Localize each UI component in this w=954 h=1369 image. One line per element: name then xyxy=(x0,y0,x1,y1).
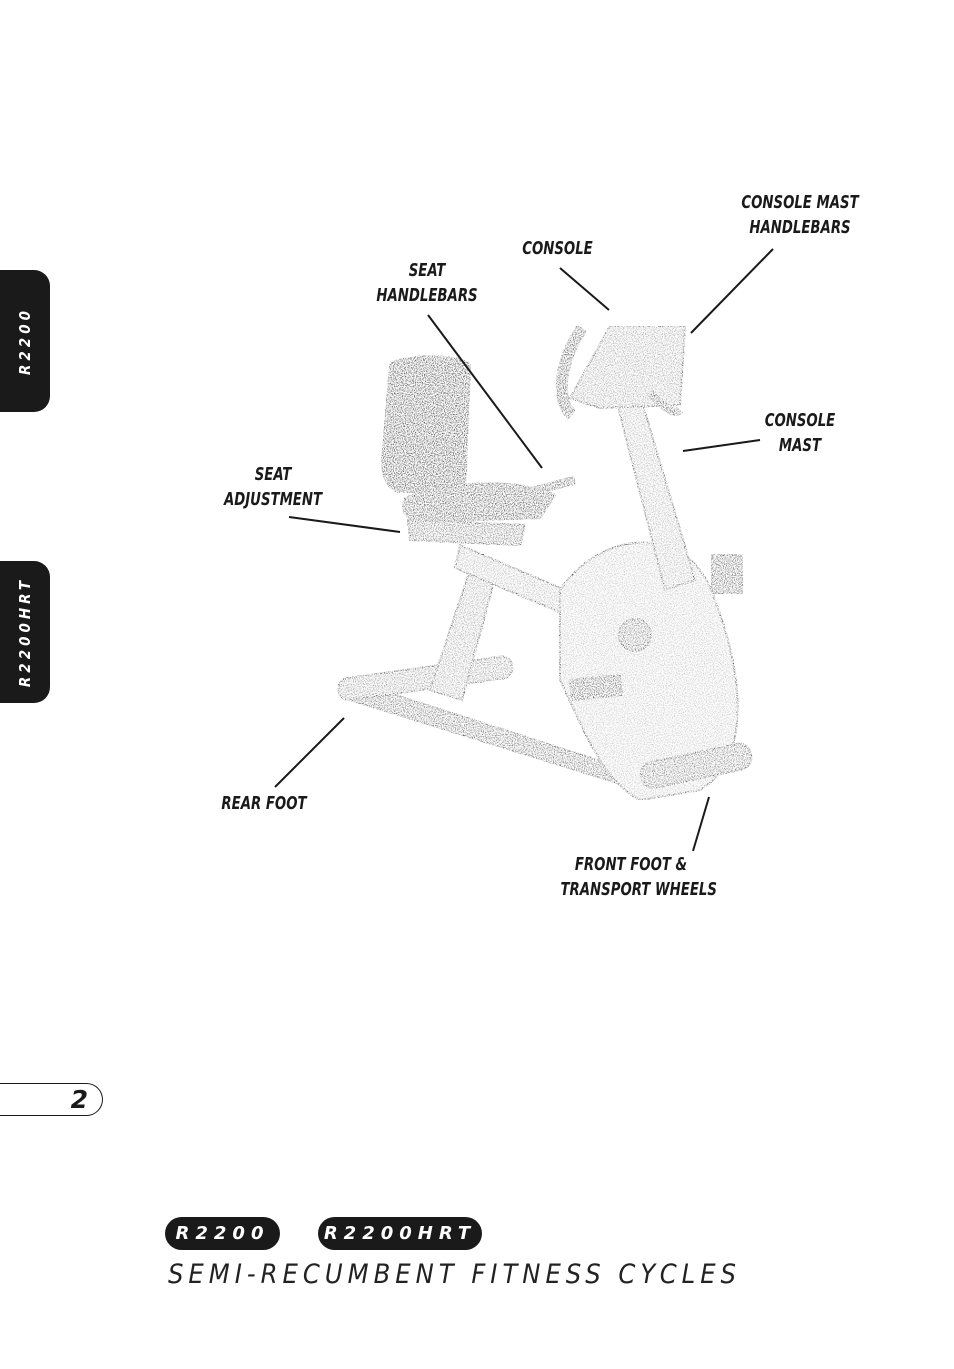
mast-handlebar-right xyxy=(646,389,683,416)
model-badge-r2200hrt: R2200HRT xyxy=(318,1217,482,1250)
callout-seat-handlebars: SEAT HANDLEBARS xyxy=(376,260,478,306)
seat-slider xyxy=(406,518,527,547)
bike-illustration xyxy=(337,324,753,802)
model-badge-r2200: R2200 xyxy=(165,1217,280,1250)
leader-front-foot xyxy=(692,796,710,852)
product-subtitle: SEMI-RECUMBENT FITNESS CYCLES xyxy=(168,1259,741,1290)
accessory-tray xyxy=(711,554,743,594)
mast-handlebar xyxy=(555,324,588,420)
seat-back xyxy=(381,355,472,493)
leader-seat-handlebars xyxy=(427,314,543,469)
leader-console-mast-handlebars xyxy=(690,248,774,334)
callout-console-mast-handlebars: CONSOLE MAST HANDLEBARS xyxy=(741,192,859,238)
leader-lines xyxy=(274,248,774,852)
leader-console xyxy=(559,267,610,311)
page-number: 2 xyxy=(70,1085,88,1114)
body-housing xyxy=(559,541,739,802)
side-tab-r2200hrt: R2200HRT xyxy=(0,561,50,703)
crank xyxy=(618,618,652,652)
callout-rear-foot: REAR FOOT xyxy=(221,793,307,814)
seat-handlebar xyxy=(498,475,577,505)
side-tab-r2200: R2200 xyxy=(0,270,50,412)
front-foot xyxy=(639,742,753,789)
callout-seat-adjustment: SEAT ADJUSTMENT xyxy=(223,464,323,510)
callout-front-foot: FRONT FOOT & TRANSPORT WHEELS xyxy=(560,854,717,900)
bike-diagram xyxy=(274,248,774,852)
leader-seat-adjustment xyxy=(288,516,401,533)
leader-rear-foot xyxy=(274,717,345,788)
rear-foot xyxy=(337,655,514,702)
console xyxy=(568,325,687,410)
pedal xyxy=(568,673,624,702)
leader-console-mast xyxy=(682,439,761,452)
callout-console-mast: CONSOLE MAST xyxy=(764,410,836,456)
page-number-tab: 2 xyxy=(0,1083,103,1116)
callout-console: CONSOLE xyxy=(522,238,593,259)
